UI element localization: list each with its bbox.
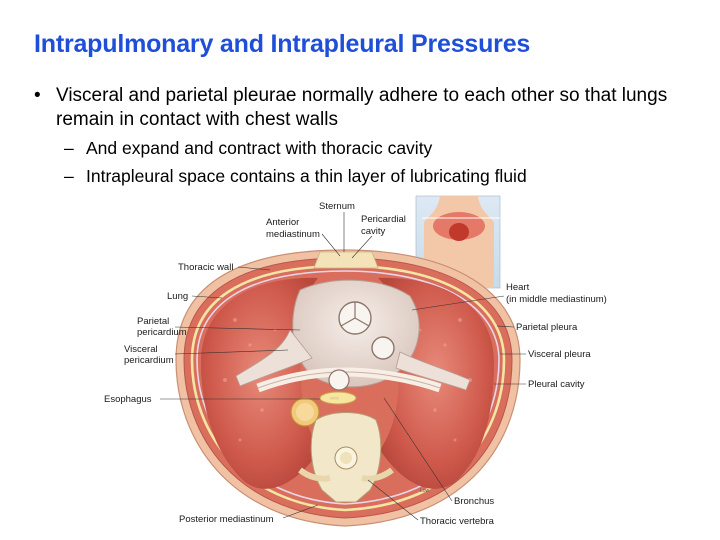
subbullet-item: – And expand and contract with thoracic … — [32, 136, 702, 160]
label-pericardial-cavity: cavity — [361, 226, 386, 237]
label-anterior-mediastinum: mediastinum — [266, 229, 320, 240]
label-parietal-pleura: Parietal pleura — [516, 322, 578, 333]
bullet-list: • Visceral and parietal pleurae normally… — [32, 84, 702, 188]
bullet-marker: • — [34, 85, 41, 106]
label-visceral-pleura: Visceral pleura — [528, 349, 591, 360]
bullet-text: Visceral and parietal pleurae normally a… — [56, 85, 668, 130]
label-thoracic-vertebra: Thoracic vertebra — [420, 516, 495, 527]
label-parietal-pericardium: Parietal — [137, 316, 169, 327]
esophagus-inner-mark: ⁖⁖⁖ — [330, 396, 339, 402]
label-small-mark: Low — [420, 488, 430, 494]
label-heart: Heart — [506, 282, 530, 293]
label-bronchus: Bronchus — [454, 496, 494, 507]
label-parietal-pericardium: pericardium — [137, 327, 187, 338]
label-thoracic-wall: Thoracic wall — [178, 262, 233, 273]
label-posterior-mediastinum: Posterior mediastinum — [179, 514, 274, 525]
label-leader-lines — [160, 212, 526, 521]
label-pericardial-cavity: Pericardial — [361, 214, 406, 225]
subbullet-text: And expand and contract with thoracic ca… — [86, 138, 433, 158]
bullet-item: • Visceral and parietal pleurae normally… — [32, 84, 702, 132]
subbullet-item: – Intrapleural space contains a thin lay… — [32, 164, 702, 188]
subbullet-marker: – — [64, 166, 74, 186]
label-visceral-pericardium: Visceral — [124, 344, 158, 355]
figure-labels: Sternum Anterior mediastinum Pericardial… — [104, 201, 607, 527]
label-visceral-pericardium: pericardium — [124, 355, 174, 366]
subbullet-text: Intrapleural space contains a thin layer… — [86, 166, 527, 186]
label-heart: (in middle mediastinum) — [506, 294, 607, 305]
subbullet-marker: – — [64, 138, 74, 158]
label-sternum: Sternum — [319, 201, 355, 212]
label-pleural-cavity: Pleural cavity — [528, 379, 585, 390]
label-anterior-mediastinum: Anterior — [266, 217, 299, 228]
slide-title: Intrapulmonary and Intrapleural Pressure… — [34, 30, 531, 58]
label-esophagus: Esophagus — [104, 394, 152, 405]
label-lung: Lung — [167, 291, 188, 302]
cross-section: ⁖⁖⁖ — [175, 249, 521, 527]
